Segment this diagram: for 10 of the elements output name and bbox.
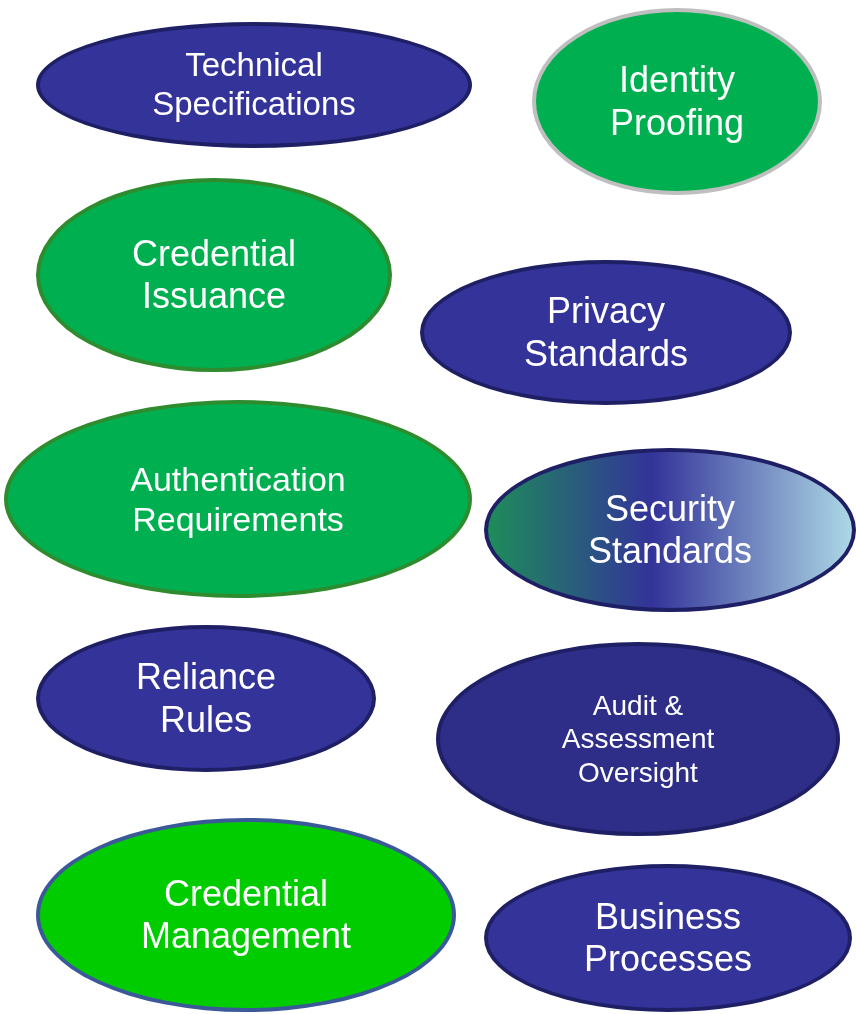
node-label: Audit & Assessment Oversight [560, 689, 716, 789]
node-label: Security Standards [586, 487, 754, 573]
node-label: Business Processes [582, 895, 754, 981]
node-label: Credential Issuance [130, 232, 298, 318]
node-label: Reliance Rules [134, 656, 278, 741]
node-label: Identity Proofing [608, 59, 746, 144]
node-label: Authentication Requirements [129, 458, 347, 540]
node-label: Privacy Standards [522, 290, 690, 375]
node-label: Credential Management [139, 872, 353, 958]
node-label: Technical Specifications [151, 46, 357, 124]
